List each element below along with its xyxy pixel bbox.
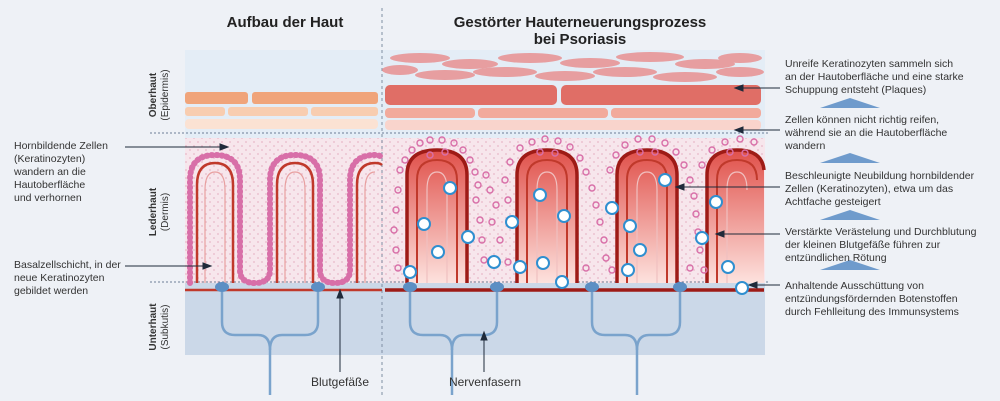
- label-line: Basalzellschicht, in der: [14, 259, 121, 271]
- layer-dermis-sub: (Dermis): [160, 192, 171, 232]
- title-right: Gestörter Hauterneuerungsprozess bei Pso…: [430, 14, 730, 48]
- label-line: entzündlichen Rötung: [785, 252, 887, 264]
- label-nerve-fibers: Nervenfasern: [448, 375, 522, 389]
- label-line: wandern an die: [14, 166, 86, 178]
- label-basal-layer: Basalzellschicht, in der neue Keratinozy…: [14, 259, 139, 298]
- label-line: Unreife Keratinozyten sammeln sich: [785, 58, 954, 70]
- label-immune-response: Anhaltende Ausschüttung von entzündungsf…: [785, 280, 997, 319]
- label-maturation: Zellen können nicht richtig reifen, währ…: [785, 114, 997, 153]
- label-line: entzündungsfördernden Botenstoffen: [785, 293, 958, 305]
- label-line: Zellen (Keratinozyten), etwa um das: [785, 183, 954, 195]
- label-vascularization: Verstärkte Verästelung und Durchblutung …: [785, 226, 997, 265]
- label-line: Anhaltende Ausschüttung von: [785, 280, 924, 292]
- label-line: durch Fehlleitung des Immunsystems: [785, 306, 959, 318]
- label-blood-vessels: Blutgefäße: [310, 375, 370, 389]
- layer-subcutis-main: Unterhaut: [148, 303, 159, 351]
- nerve-fibers: [215, 282, 687, 292]
- layer-dermis-main: Lederhaut: [148, 187, 159, 237]
- label-line: und verhornen: [14, 192, 82, 204]
- layer-epidermis: Oberhaut (Epidermis): [148, 60, 172, 130]
- label-line: Achtfache gesteigert: [785, 196, 881, 208]
- label-line: Beschleunigte Neubildung hornbildender: [785, 170, 975, 182]
- label-line: der kleinen Blutgefäße führen zur: [785, 239, 941, 251]
- label-line: Zellen können nicht richtig reifen,: [785, 114, 940, 126]
- layer-subcutis: Unterhaut (Subkutis): [148, 292, 172, 362]
- label-line: während sie an die Hautoberfläche: [785, 127, 948, 139]
- title-right-line1: Gestörter Hauterneuerungsprozess: [453, 14, 707, 31]
- label-line: Verstärkte Verästelung und Durchblutung: [785, 226, 977, 238]
- label-line: Hautoberfläche: [14, 179, 86, 191]
- layer-dermis: Lederhaut (Dermis): [148, 177, 172, 247]
- label-plaques: Unreife Keratinozyten sammeln sich an de…: [785, 58, 997, 97]
- label-keratinocytes: Hornbildende Zellen (Keratinozyten) wand…: [14, 140, 129, 205]
- label-line: Hornbildende Zellen: [14, 140, 108, 152]
- label-accelerated-renewal: Beschleunigte Neubildung hornbildender Z…: [785, 170, 997, 209]
- annotation-arrows: [125, 84, 780, 372]
- label-line: (Keratinozyten): [14, 153, 86, 165]
- title-left: Aufbau der Haut: [226, 14, 344, 31]
- right-papillae: [385, 135, 766, 292]
- layer-epidermis-main: Oberhaut: [148, 72, 159, 118]
- layer-subcutis-sub: (Subkutis): [160, 304, 171, 350]
- label-line: Schuppung entsteht (Plaques): [785, 84, 927, 96]
- section-dividers: [820, 98, 880, 270]
- label-line: gebildet werden: [14, 285, 89, 297]
- immune-cells: [403, 173, 749, 295]
- label-line: an der Hautoberfläche und eine starke: [785, 71, 964, 83]
- subcutis-band: [185, 283, 765, 355]
- label-line: wandern: [785, 140, 826, 152]
- layer-epidermis-sub: (Epidermis): [160, 69, 171, 121]
- title-right-line2: bei Psoriasis: [533, 31, 627, 48]
- label-line: neue Keratinozyten: [14, 272, 105, 284]
- plaque-scales: [382, 52, 764, 82]
